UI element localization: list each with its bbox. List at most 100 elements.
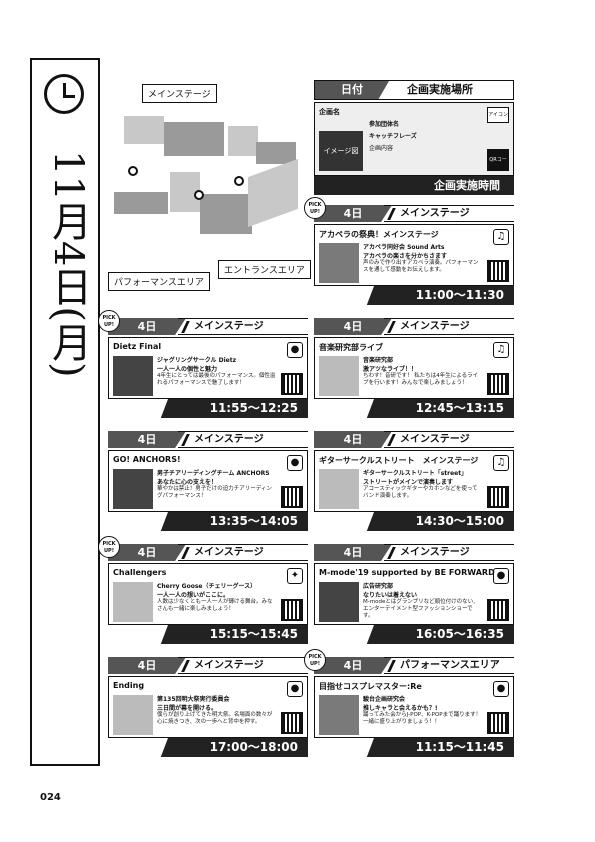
card-venue: メインステージ [178, 431, 308, 448]
event-photo [113, 582, 153, 622]
map-building [228, 126, 258, 156]
event-card: 4日メインステージギターサークルストリート メインステージギターサークルストリー… [314, 431, 514, 531]
genre-icon: ● [493, 681, 509, 697]
card-day: 4日 [314, 205, 392, 222]
card-time: 15:15〜15:45 [108, 625, 308, 644]
card-day: 4日 [108, 318, 186, 335]
qr-code-icon [281, 373, 303, 395]
map-building [256, 142, 296, 164]
card-description: 4年生にとっては最後のパフォーマンス。個性溢れるパフォーマンスで魅了します！ [157, 373, 276, 386]
map-building [164, 122, 224, 156]
card-venue: メインステージ [178, 657, 308, 674]
card-catchphrase: 推しキャラと会えるかも？! [363, 705, 438, 712]
genre-icon: ✦ [287, 568, 303, 584]
event-card: 4日パフォーマンスエリア目指せコスプレマスター:Re 駿台企画研究会推しキャラと会… [304, 649, 514, 757]
event-photo [319, 469, 359, 509]
card-header: 4日メインステージ [108, 544, 308, 561]
card-time: 11:15〜11:45 [314, 738, 514, 757]
card-organization: ジャグリングサークル Dietz [157, 357, 237, 364]
card-time: 17:00〜18:00 [108, 738, 308, 757]
card-venue: メインステージ [178, 318, 308, 335]
card-time: 13:35〜14:05 [108, 512, 308, 531]
card-day: 4日 [314, 318, 392, 335]
date-banner: 11月4日(月) [30, 58, 100, 766]
card-title: M-mode'19 supported by BE FORWARD [319, 568, 495, 577]
clock-icon [44, 74, 84, 114]
qr-code-icon [487, 486, 509, 508]
map-pin-icon [194, 190, 204, 200]
card-organization: アカペラ同好会 Sound Arts [363, 244, 445, 251]
event-photo [113, 469, 153, 509]
qr-code-icon [487, 599, 509, 621]
date-text: 11月4日(月) [45, 150, 91, 378]
qr-code-icon [487, 712, 509, 734]
qr-code-icon [281, 712, 303, 734]
card-time: 11:00〜11:30 [314, 286, 514, 305]
card-time: 12:45〜13:15 [314, 399, 514, 418]
card-organization: 音楽研究部 [363, 357, 394, 364]
card-day: 4日 [108, 657, 186, 674]
card-header: 4日メインステージ [314, 205, 514, 222]
card-catchphrase: 激アツなライブ！！ [363, 366, 418, 373]
map-building [114, 192, 168, 214]
legend-content-label: 企画内容 [369, 145, 394, 152]
legend-place-label: 企画実施場所 [407, 83, 473, 96]
campus-map: メインステージ パフォーマンスエリア エントランスエリア [108, 82, 311, 291]
map-pin-icon [234, 176, 244, 186]
event-photo [319, 695, 359, 735]
card-time: 14:30〜15:00 [314, 512, 514, 531]
map-pin-icon [128, 166, 138, 176]
card-venue: パフォーマンスエリア [384, 657, 514, 674]
card-description: ちわす！音研です！ 私たちは4年生によるライブを行います！みんなで楽しみましょう… [363, 373, 479, 386]
card-venue: メインステージ [384, 544, 514, 561]
card-body: M-mode'19 supported by BE FORWARD 広告研究部なり… [314, 563, 514, 625]
genre-icon: ● [287, 681, 303, 697]
genre-icon: ● [287, 455, 303, 471]
card-catchphrase: アカペラの楽さを分かちさます [363, 253, 448, 260]
card-title: 目指せコスプレマスター:Re [319, 682, 422, 691]
legend-card: 日付 企画実施場所 企画名 イメージ図 参加団体名 キャッチフレーズ 企画内容 … [314, 80, 514, 196]
qr-code-icon [487, 260, 509, 282]
card-organization: ギターサークルストリート「street」 [363, 470, 468, 477]
event-card: 4日メインステージ M-mode'19 supported by BE FORWA… [314, 544, 514, 644]
card-description: 華やかは禁止！男子だけの迫力チアリーディングパフォーマンス！ [157, 486, 272, 499]
map-label-entrance-area: エントランスエリア [218, 260, 311, 279]
card-title: Ending [113, 681, 145, 690]
card-organization: 男子チアリーディングチーム ANCHORS [157, 470, 270, 477]
map-building [124, 116, 164, 144]
card-header: 4日メインステージ [108, 318, 308, 335]
card-catchphrase: 一人一人の個性と魅力 [157, 366, 218, 373]
map-building [248, 158, 298, 228]
card-day: 4日 [314, 657, 392, 674]
card-time: 16:05〜16:35 [314, 625, 514, 644]
map-label-main-stage: メインステージ [142, 84, 217, 103]
event-photo [113, 695, 153, 735]
pick-up-badge: PICK UP! [304, 197, 326, 219]
legend-name-label: 企画名 [319, 108, 340, 116]
event-card: 4日メインステージ音楽研究部ライブ音楽研究部激アツなライブ！！ちわす！音研です！… [314, 318, 514, 418]
legend-image-label: イメージ図 [319, 131, 363, 171]
card-venue: メインステージ [384, 318, 514, 335]
card-description: 踊ってみた会からJ-POP、K-POPまで踊ります！一緒に盛り上がりましょう！！ [363, 712, 482, 725]
card-description: 声のみで作り出すアカペラ演奏。パフォーマンスを通して感動をお伝えします。 [363, 260, 479, 273]
pick-up-badge: PICK UP! [98, 536, 120, 558]
legend-body: 企画名 イメージ図 参加団体名 キャッチフレーズ 企画内容 アイコン QRコード [314, 102, 514, 185]
card-header: 4日メインステージ [314, 544, 514, 561]
card-catchphrase: あなたに心の支えを！ [157, 479, 218, 486]
card-venue: メインステージ [384, 205, 514, 222]
card-title: Dietz Final [113, 342, 162, 351]
card-organization: 広告研究部 [363, 583, 394, 590]
card-day: 4日 [108, 544, 186, 561]
card-header: 4日メインステージ [314, 318, 514, 335]
legend-date-label: 日付 [315, 81, 389, 99]
card-day: 4日 [314, 544, 392, 561]
page-number: 024 [40, 792, 61, 803]
card-organization: 駿台企画研究会 [363, 696, 406, 703]
card-catchphrase: なりたいは着えない [363, 592, 418, 599]
genre-icon: ● [287, 342, 303, 358]
